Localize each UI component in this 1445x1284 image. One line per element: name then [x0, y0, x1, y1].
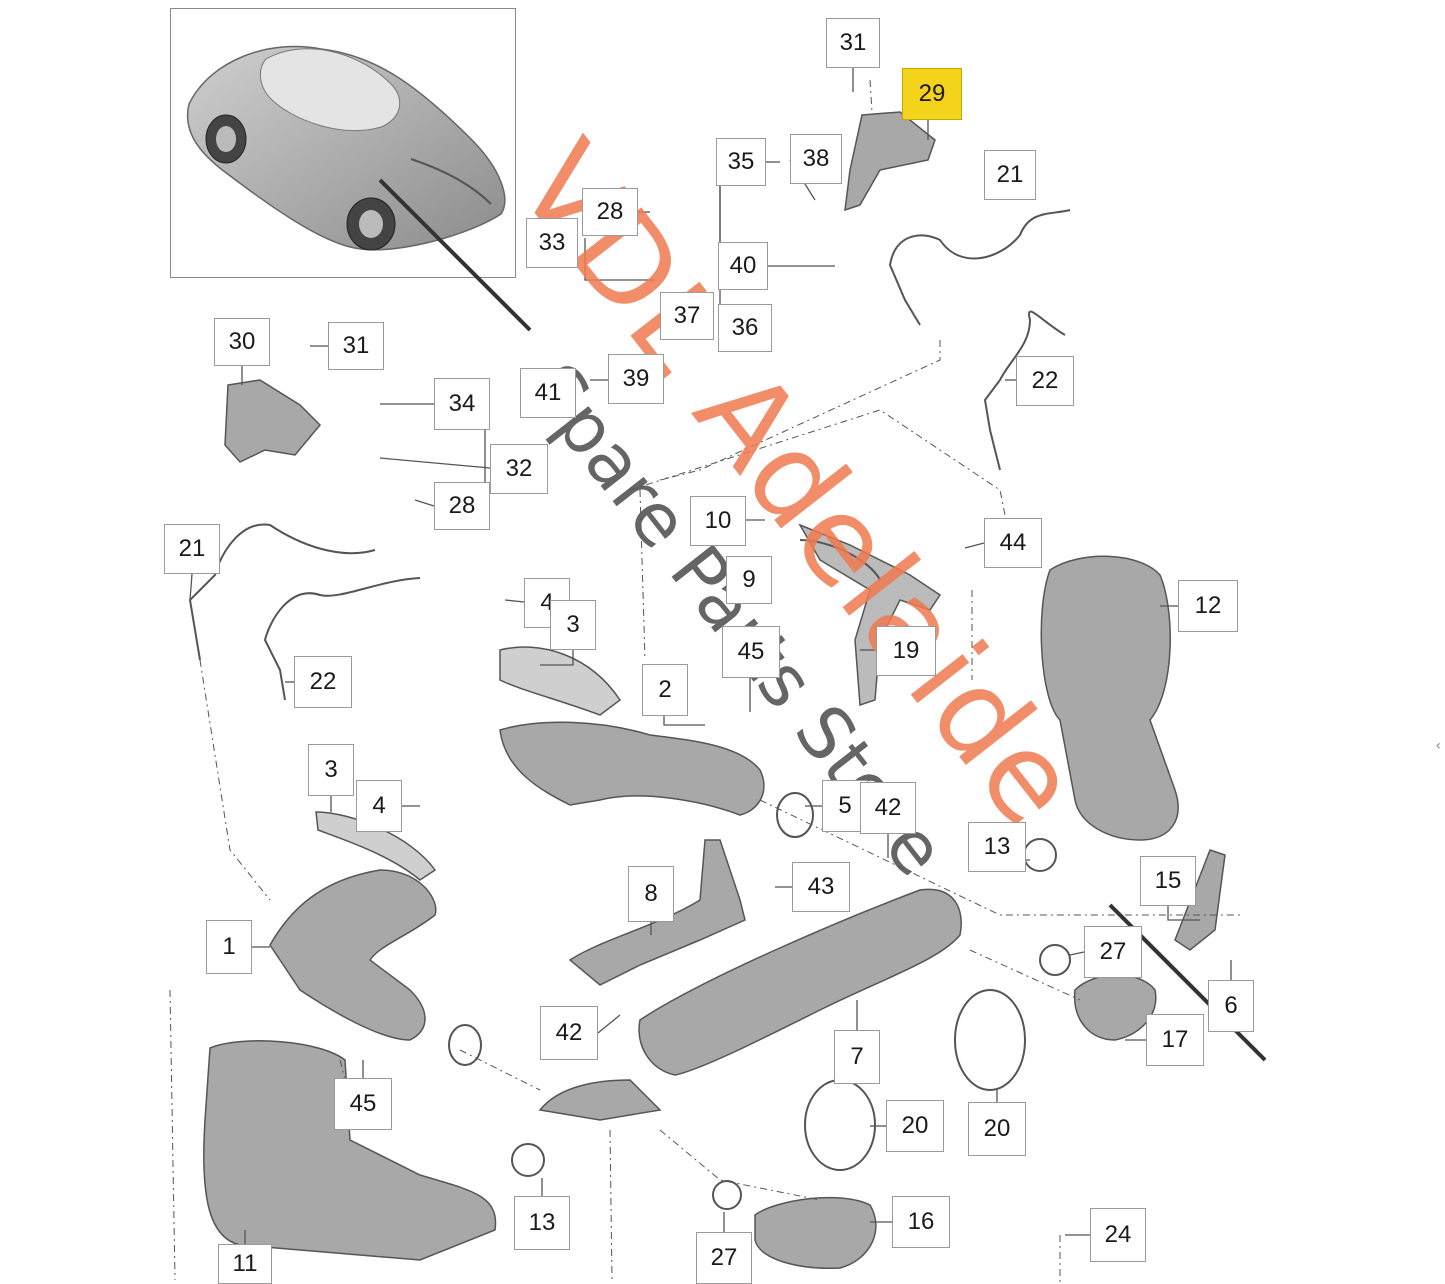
callout-42: 42 — [860, 782, 916, 834]
gasket-3-lower — [315, 811, 437, 881]
bracket-15 — [1174, 849, 1226, 951]
callout-13: 13 — [968, 822, 1026, 872]
callout-21: 21 — [164, 524, 220, 574]
callout-2: 2 — [642, 664, 688, 716]
car-roof — [259, 48, 401, 131]
callout-31: 31 — [826, 18, 880, 68]
callout-22: 22 — [294, 656, 352, 708]
callout-16: 16 — [892, 1196, 950, 1248]
callout-21: 21 — [984, 150, 1036, 200]
callout-3: 3 — [550, 600, 596, 650]
clamp-13-b — [511, 1143, 545, 1177]
callout-45: 45 — [334, 1078, 392, 1130]
bracket-8 — [568, 839, 746, 986]
callout-1: 1 — [206, 920, 252, 974]
exhaust-manifold-1 — [269, 869, 437, 1041]
callout-24: 24 — [1090, 1208, 1146, 1262]
callout-11: 11 — [218, 1244, 272, 1284]
connecting-pipe — [538, 1079, 662, 1121]
clamp-20-b — [954, 989, 1026, 1091]
callout-35: 35 — [716, 138, 766, 186]
callout-3: 3 — [308, 744, 354, 796]
sensor-cable-21-upper — [888, 209, 1071, 326]
bracket-29 — [844, 111, 936, 212]
muffler-12 — [1040, 555, 1179, 841]
tailpipe-16 — [754, 1196, 877, 1269]
callout-10: 10 — [690, 496, 746, 546]
callout-7: 7 — [834, 1030, 880, 1084]
callout-15: 15 — [1140, 856, 1196, 906]
callout-38: 38 — [790, 134, 842, 184]
callout-17: 17 — [1146, 1014, 1204, 1066]
callout-34: 34 — [434, 378, 490, 430]
callout-43: 43 — [792, 862, 850, 912]
callout-36: 36 — [718, 304, 772, 352]
callout-20: 20 — [886, 1100, 944, 1152]
callout-31: 31 — [328, 322, 384, 370]
callout-28: 28 — [434, 482, 490, 530]
gasket-5 — [776, 792, 814, 838]
clamp-27-a — [1039, 944, 1071, 976]
scroll-handle[interactable]: ‹ — [1435, 738, 1441, 754]
sensor-cable-22-lower — [263, 577, 421, 701]
car-overview-inset — [170, 8, 516, 278]
callout-39: 39 — [608, 354, 664, 404]
gasket-lower — [448, 1024, 482, 1066]
callout-30: 30 — [214, 318, 270, 366]
callout-28: 28 — [582, 188, 638, 236]
callout-45: 45 — [722, 626, 780, 678]
bracket-30 — [224, 379, 322, 463]
exhaust-manifold-2 — [499, 721, 765, 816]
callout-27: 27 — [1084, 926, 1142, 978]
clamp-27-b — [712, 1180, 742, 1210]
car-body — [186, 45, 506, 251]
pipe-19 — [798, 523, 942, 707]
callout-41: 41 — [520, 368, 576, 418]
sensor-cable-22-upper — [983, 310, 1066, 471]
callout-9: 9 — [726, 556, 772, 604]
callout-6: 6 — [1208, 980, 1254, 1032]
callout-40: 40 — [718, 242, 768, 290]
callout-29: 29 — [902, 68, 962, 120]
callout-32: 32 — [490, 444, 548, 494]
muffler-11 — [203, 1040, 497, 1261]
gasket-3-upper — [499, 646, 622, 716]
callout-37: 37 — [660, 292, 714, 340]
car-illustration — [186, 45, 506, 251]
callout-33: 33 — [526, 218, 578, 268]
callout-42: 42 — [540, 1006, 598, 1060]
callout-27: 27 — [696, 1232, 752, 1284]
clamp-13-a — [1023, 838, 1057, 872]
rear-muffler-7 — [638, 888, 962, 1076]
clamp-20-a — [804, 1079, 876, 1171]
pipe-9 — [799, 539, 881, 581]
callout-20: 20 — [968, 1102, 1026, 1156]
callout-4: 4 — [356, 780, 402, 832]
tailpipe-17 — [1073, 974, 1157, 1041]
callout-44: 44 — [984, 518, 1042, 568]
callout-8: 8 — [628, 866, 674, 922]
callout-19: 19 — [876, 626, 936, 676]
callout-22: 22 — [1016, 356, 1074, 406]
callout-13: 13 — [514, 1196, 570, 1250]
callout-12: 12 — [1178, 580, 1238, 632]
